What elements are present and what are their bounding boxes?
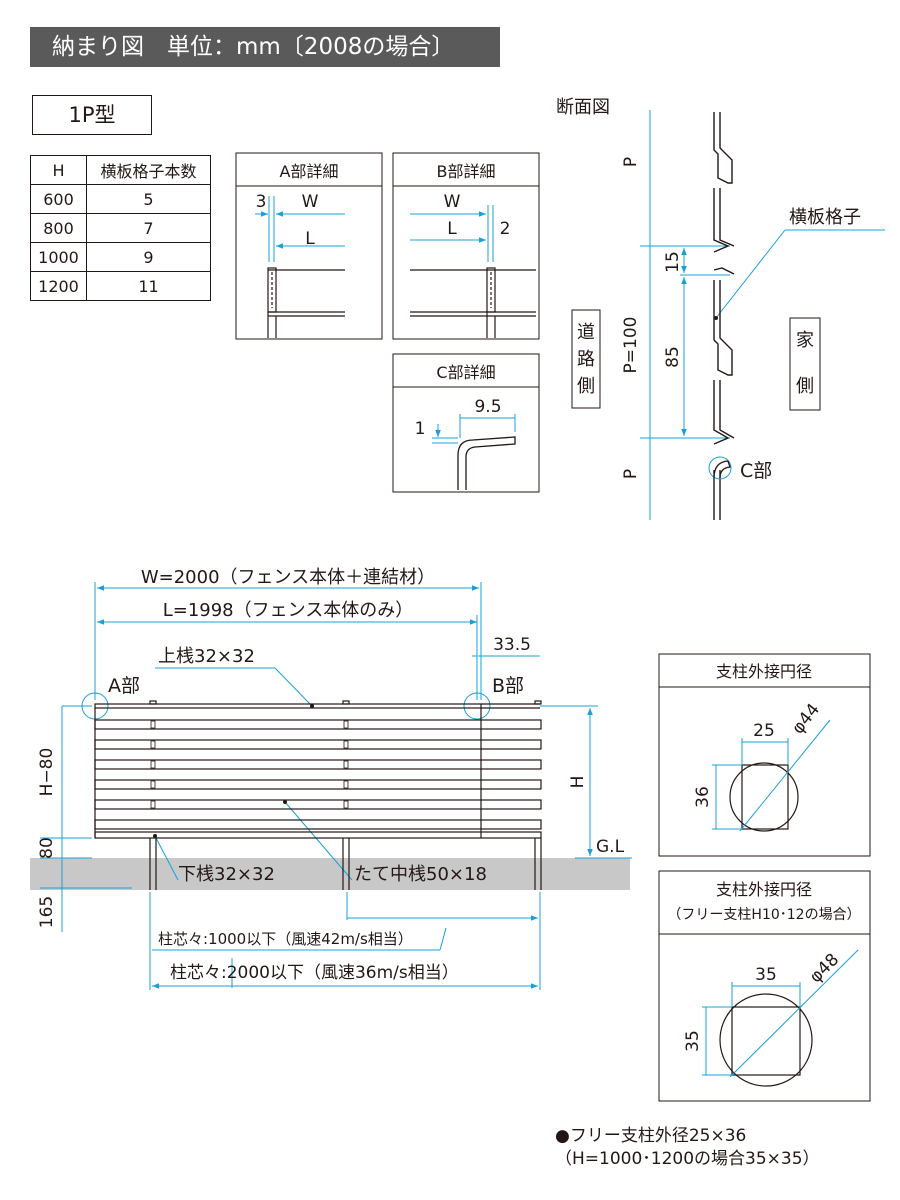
cell-count: 11 (86, 271, 211, 301)
post-circle-2-diameter: φ48 (806, 950, 843, 987)
mid-rail-label: たて中桟50×18 (354, 864, 487, 885)
footnote-line-1: ●フリー支柱外径25×36 (555, 1126, 747, 1146)
post-circle-2-dim-35-width: 35 (755, 965, 777, 985)
road-side-2: 路 (577, 349, 595, 370)
post-circle-1-dim-25: 25 (753, 721, 775, 741)
section-dim-15: 15 (663, 251, 683, 273)
detail-a-dim-w: W (302, 192, 319, 212)
cell-h: 800 (30, 213, 87, 243)
detail-c-title: C部詳細 (436, 363, 495, 382)
table-row: 800 7 (30, 213, 211, 243)
table-row: 1000 9 (30, 242, 211, 272)
top-rail-label: 上桟32×32 (158, 646, 255, 667)
section-dim-85: 85 (663, 346, 683, 368)
post-circle-2-dim-35-height: 35 (683, 1030, 703, 1052)
road-side-3: 側 (577, 376, 595, 397)
table-row: 1200 11 (30, 271, 211, 301)
post-circle-box-1: 支柱外接円径 25 36 φ44 (658, 653, 871, 857)
dim-33-5: 33.5 (493, 635, 531, 655)
detail-a-dim-3: 3 (256, 192, 267, 212)
house-side-1: 家 (796, 330, 814, 351)
page-title: 納まり図 単位：mm〔2008の場合〕 (30, 27, 500, 67)
detail-b-dim-l: L (447, 219, 457, 239)
dim-80: 80 (37, 837, 57, 859)
pitch-1000-label: 柱芯々:1000以下（風速42m/s相当） (158, 930, 413, 948)
h80-label: H−80 (37, 748, 57, 797)
detail-c-dim-1: 1 (415, 419, 426, 439)
section-p-bottom: P (621, 469, 641, 479)
house-side-2: 側 (796, 376, 814, 397)
post-circle-box-2: 支柱外接円径 （フリー支柱H10･12の場合） 35 35 φ48 (658, 870, 871, 1102)
cell-h: 1200 (30, 271, 87, 301)
detail-b-title: B部詳細 (437, 162, 496, 181)
footnote: ●フリー支柱外径25×36 （H=1000･1200の場合35×35） (555, 1125, 820, 1171)
detail-b-dim-w: W (444, 192, 461, 212)
elevation-view: W=2000（フェンス本体＋連結材） L=1998（フェンス本体のみ） 33.5… (30, 567, 632, 990)
section-p100: P=100 (621, 317, 641, 374)
post-circle-2-subtitle: （フリー支柱H10･12の場合） (667, 907, 860, 923)
post-circle-1-title: 支柱外接円径 (716, 662, 812, 681)
gl-label: G.L (596, 837, 625, 857)
footnote-line-2: （H=1000･1200の場合35×35） (555, 1149, 820, 1169)
section-p-top: P (621, 157, 641, 167)
lattice-label: 横板格子 (789, 207, 861, 228)
ground-band (30, 858, 630, 890)
section-view: 断面図 P P=100 P 15 85 (556, 97, 885, 520)
detail-b: B部詳細 W L 2 (392, 152, 540, 340)
detail-a-dim-l: L (305, 229, 315, 249)
post-circle-1-diameter: φ44 (788, 700, 824, 738)
detail-a: A部詳細 3 W L (235, 152, 383, 340)
post-circle-1-dim-36: 36 (693, 786, 713, 808)
detail-a-title: A部詳細 (280, 162, 339, 181)
detail-c: C部詳細 9.5 1 (392, 353, 540, 493)
road-side-1: 道 (577, 322, 595, 343)
detail-c-dim-95: 9.5 (474, 397, 501, 417)
bar-count-table: H 横板格子本数 600 5 800 7 1000 9 1200 11 (30, 155, 211, 301)
detail-b-dim-2: 2 (500, 219, 511, 239)
bottom-rail-label: 下桟32×32 (178, 864, 275, 885)
pitch-2000-label: 柱芯々:2000以下（風速36m/s相当） (170, 963, 459, 983)
dim-165: 165 (37, 896, 57, 928)
c-part-label: C部 (740, 460, 772, 482)
w-label: W=2000（フェンス本体＋連結材） (141, 567, 435, 588)
type-label: 1P型 (32, 95, 152, 135)
l-label: L=1998（フェンス本体のみ） (163, 600, 414, 621)
b-part-label: B部 (492, 675, 524, 697)
h-label: H (568, 776, 588, 789)
section-title: 断面図 (556, 97, 610, 118)
cell-count: 7 (86, 213, 211, 243)
table-header-row: H 横板格子本数 (30, 155, 211, 185)
post-circle-2-title: 支柱外接円径 (716, 880, 812, 899)
a-part-label: A部 (108, 675, 140, 697)
